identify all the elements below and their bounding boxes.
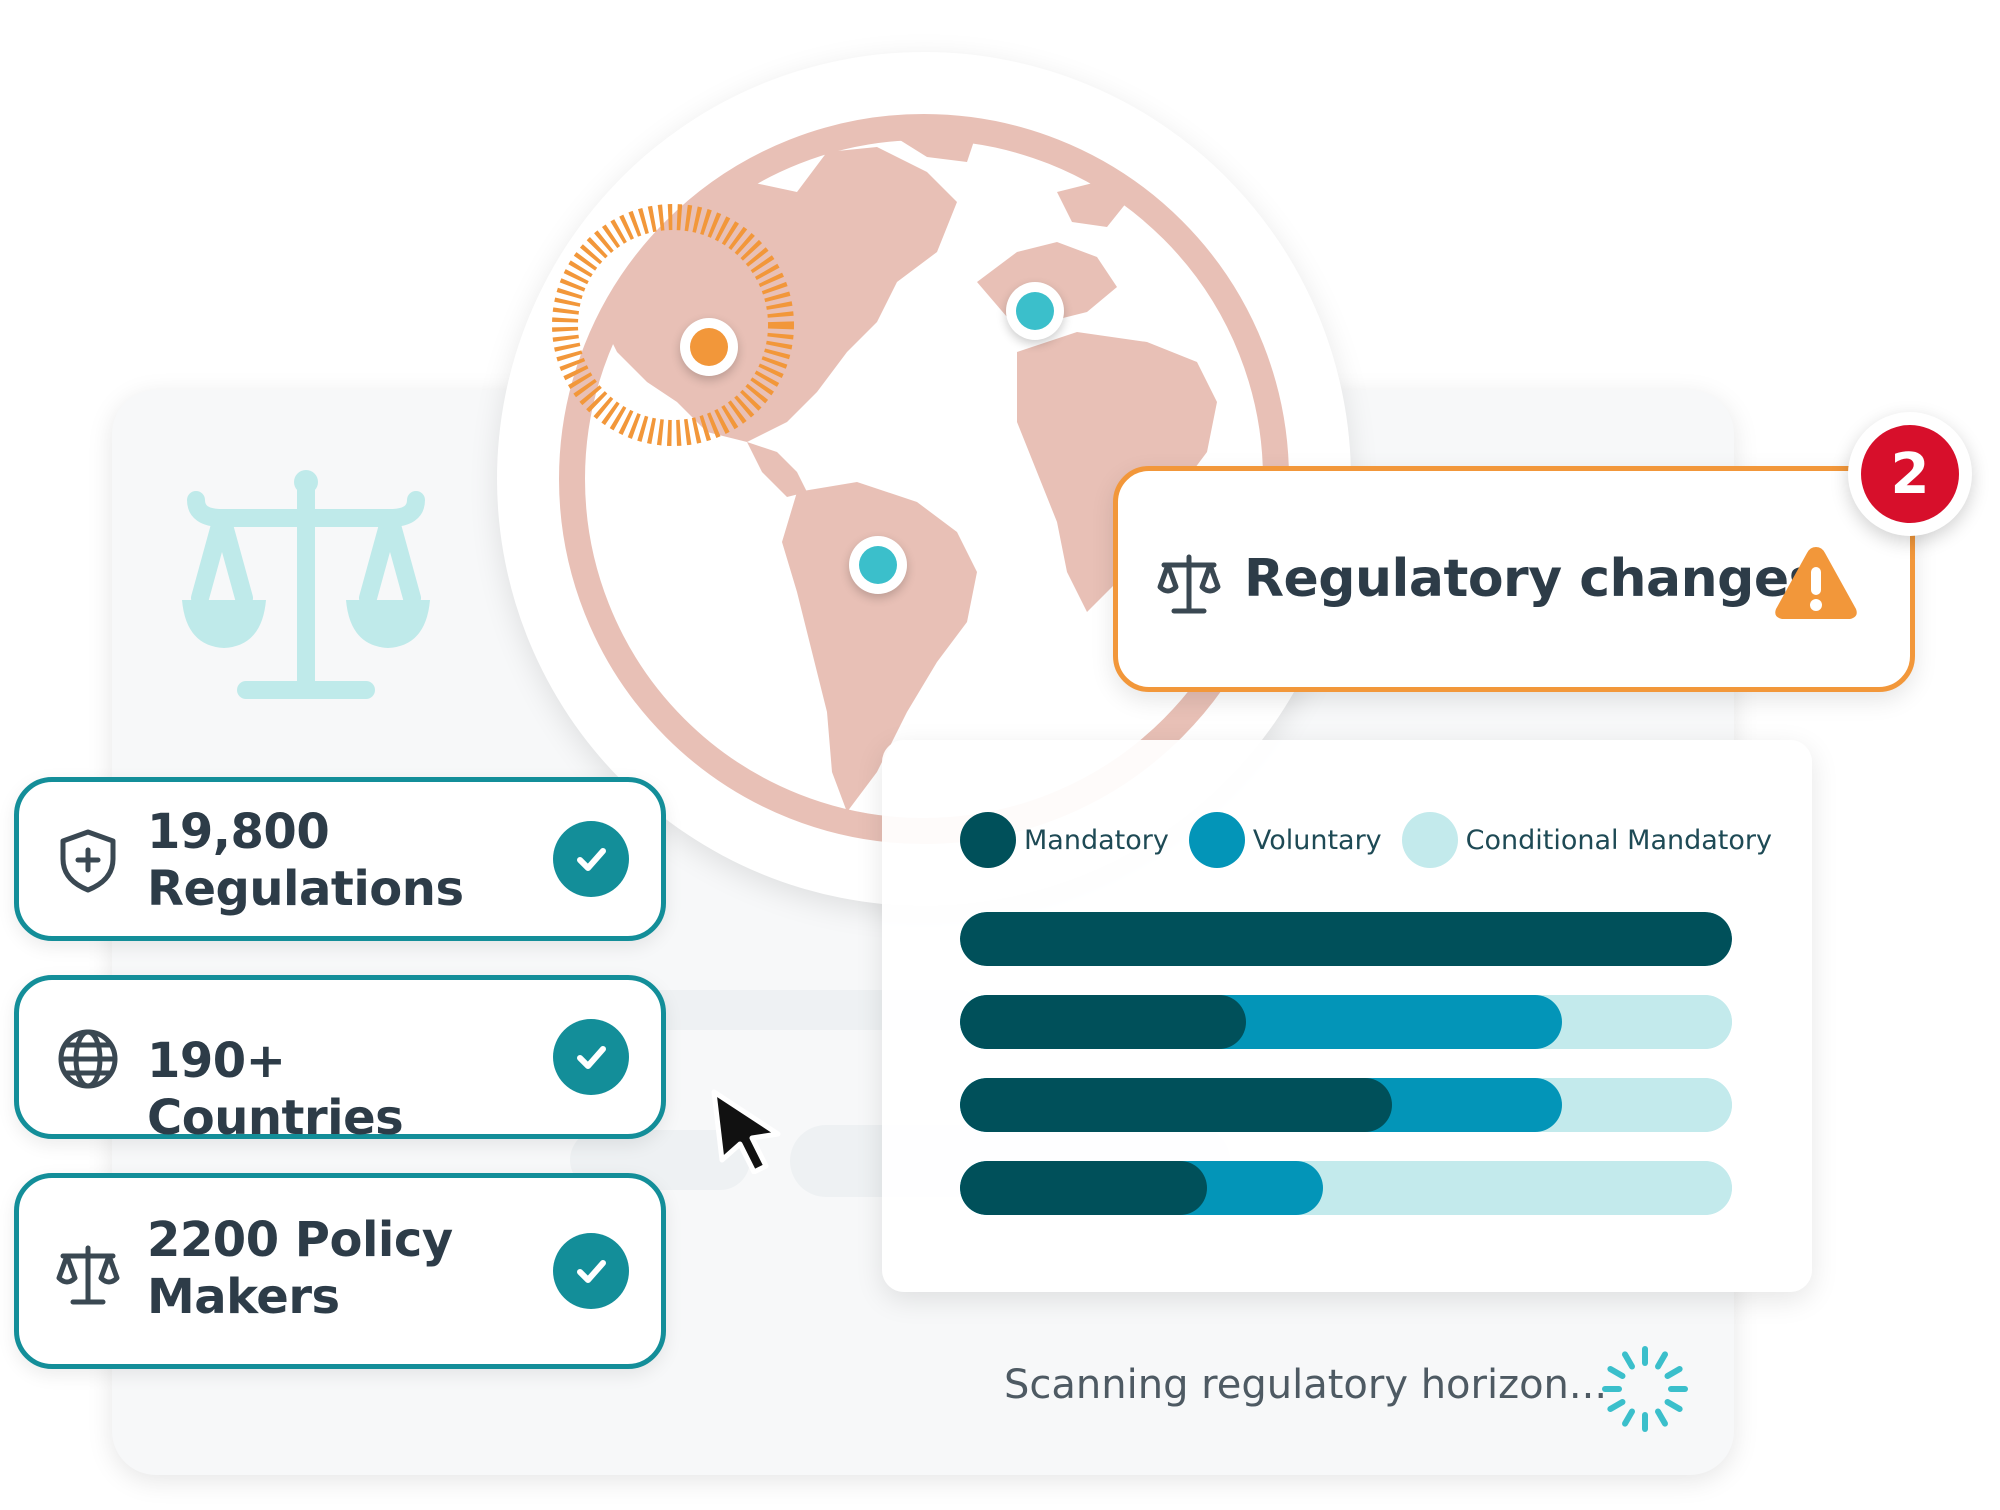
bar-segment-mandatory [960, 1078, 1393, 1132]
legend-swatch [960, 812, 1016, 868]
bar-segment-mandatory [960, 1161, 1208, 1215]
stat-value: 19,800 [147, 804, 330, 860]
scales-icon [53, 1240, 123, 1310]
regulatory-changes-card[interactable]: Regulatory changes [1113, 466, 1915, 692]
stat-label: Regulations [147, 861, 464, 917]
regulatory-changes-title: Regulatory changes [1244, 549, 1820, 609]
loading-spinner-icon [1600, 1344, 1690, 1434]
legend-swatch [1401, 812, 1458, 868]
bar-row [960, 1078, 1732, 1132]
warning-icon [1772, 541, 1860, 623]
spinner-dash [1622, 1408, 1635, 1427]
stat-label: 2200 Policy [147, 1212, 453, 1268]
check-icon [553, 1019, 629, 1095]
spinner-dash [1664, 1366, 1683, 1379]
spinner-dash [1607, 1399, 1626, 1412]
notification-badge[interactable]: 2 [1848, 412, 1972, 536]
spinner-dash [1622, 1351, 1635, 1370]
legend-swatch [1188, 812, 1245, 868]
legend-item-mandatory: Mandatory [960, 812, 1169, 868]
spinner-dash [1664, 1399, 1683, 1412]
legend-item-conditional-mandatory: Conditional Mandatory [1401, 812, 1772, 868]
cursor-icon [710, 1088, 784, 1175]
map-pin-europe[interactable] [1006, 282, 1064, 340]
spinner-dash [1655, 1408, 1668, 1427]
stat-label: Makers [147, 1269, 340, 1325]
stat-label: 190+ Countries [147, 1033, 404, 1146]
bar-row [960, 912, 1732, 966]
scales-icon [1154, 549, 1224, 619]
bar-segment-mandatory [960, 912, 1732, 966]
chart-card: Mandatory Voluntary Conditional Mandator… [882, 740, 1812, 1292]
bar-segment-mandatory [960, 995, 1246, 1049]
map-pin-south-america[interactable] [849, 536, 907, 594]
stat-card-regulations[interactable]: 19,800 Regulations [14, 777, 666, 941]
legend-label: Conditional Mandatory [1465, 824, 1772, 856]
map-pin-north-america[interactable] [680, 318, 738, 376]
globe-icon [53, 1024, 123, 1094]
legend-label: Mandatory [1024, 824, 1169, 856]
legend-item-voluntary: Voluntary [1188, 812, 1382, 868]
bar-row [960, 995, 1732, 1049]
spinner-dash [1607, 1366, 1626, 1379]
stat-card-policy-makers[interactable]: 2200 Policy Makers [14, 1173, 666, 1369]
shield-plus-icon [53, 826, 123, 896]
scales-icon [170, 468, 442, 708]
stat-card-countries[interactable]: 190+ Countries [14, 975, 666, 1146]
chart-legend: Mandatory Voluntary Conditional Mandator… [960, 812, 1792, 868]
scanning-status: Scanning regulatory horizon... [1004, 1362, 1608, 1408]
check-icon [553, 821, 629, 897]
bar-row [960, 1161, 1732, 1215]
spinner-dash [1655, 1351, 1668, 1370]
check-icon [553, 1233, 629, 1309]
legend-label: Voluntary [1252, 824, 1382, 856]
